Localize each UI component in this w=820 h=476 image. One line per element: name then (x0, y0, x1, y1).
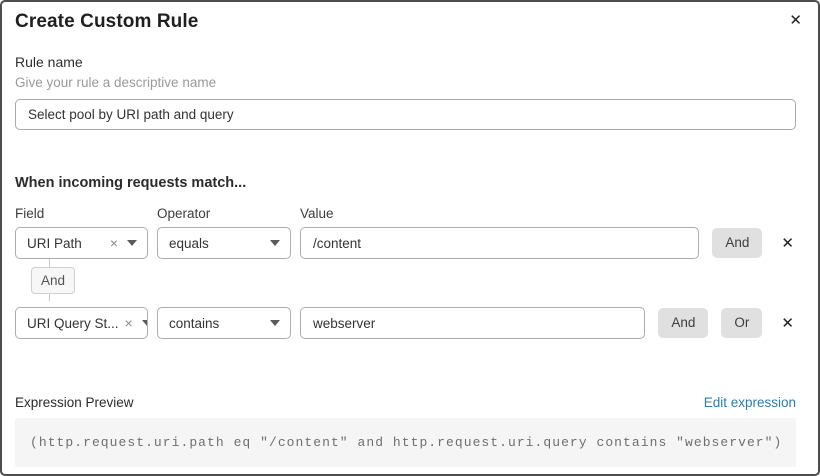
connector-badge: And (31, 266, 76, 294)
clear-icon[interactable]: × (124, 315, 133, 331)
close-icon[interactable]: ✕ (789, 12, 802, 29)
field-select-value: URI Path (27, 235, 82, 251)
select-controls: × (110, 236, 137, 250)
rule-name-input[interactable] (15, 99, 796, 130)
match-section: When incoming requests match... Field Op… (15, 175, 796, 339)
field-select[interactable]: URI Path × (15, 227, 148, 259)
operator-select-value: equals (169, 235, 209, 251)
operator-column-label: Operator (157, 206, 211, 221)
condition-row: URI Query St... × contains And Or ✕ (15, 307, 796, 339)
value-column-label: Value (300, 206, 334, 221)
rule-name-section: Rule name Give your rule a descriptive n… (15, 54, 796, 130)
or-button[interactable]: Or (721, 308, 763, 338)
delete-row-icon[interactable]: ✕ (781, 314, 794, 332)
select-controls: × (124, 315, 147, 331)
field-select-value: URI Query St... (27, 315, 119, 331)
and-button[interactable]: And (658, 308, 709, 338)
select-controls (270, 320, 280, 326)
match-heading: When incoming requests match... (15, 175, 247, 191)
edit-expression-link[interactable]: Edit expression (703, 395, 796, 410)
rule-name-label: Rule name (15, 54, 83, 70)
value-input[interactable] (300, 307, 646, 339)
select-controls (270, 240, 280, 246)
expression-header: Expression Preview Edit expression (15, 395, 796, 410)
connector: And (15, 259, 796, 301)
expression-section: Expression Preview Edit expression (http… (15, 395, 796, 467)
rule-name-hint: Give your rule a descriptive name (15, 75, 217, 90)
column-labels: Field Operator Value (15, 206, 796, 221)
page-title: Create Custom Rule (15, 11, 199, 32)
delete-row-icon[interactable]: ✕ (781, 234, 794, 252)
dialog-header: Create Custom Rule ✕ (15, 11, 802, 33)
condition-row: URI Path × equals And ✕ (15, 227, 796, 259)
field-column-label: Field (15, 206, 45, 221)
chevron-down-icon (127, 240, 137, 246)
chevron-down-icon (270, 320, 280, 326)
operator-select[interactable]: contains (157, 307, 291, 339)
expression-code: (http.request.uri.path eq "/content" and… (15, 418, 796, 467)
chevron-down-icon (141, 320, 147, 326)
expression-preview-label: Expression Preview (15, 395, 134, 410)
field-select[interactable]: URI Query St... × (15, 307, 148, 339)
and-button[interactable]: And (712, 228, 763, 258)
chevron-down-icon (270, 240, 280, 246)
clear-icon[interactable]: × (109, 235, 118, 251)
value-input[interactable] (300, 227, 700, 259)
operator-select-value: contains (169, 315, 220, 331)
operator-select[interactable]: equals (157, 227, 291, 259)
